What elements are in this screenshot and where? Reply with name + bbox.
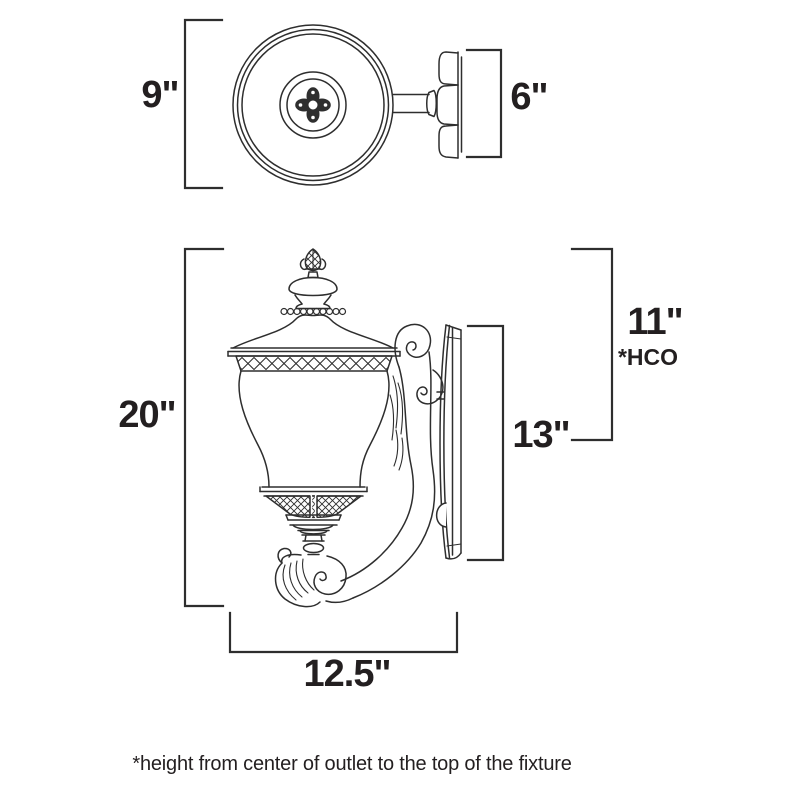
lantern-glass-body [238,370,390,488]
lantern-bottom-ring [259,486,368,497]
dim-13-bracket [466,324,505,562]
footnote-text: *height from center of outlet to the top… [132,753,572,775]
dim-6-bracket [465,48,503,159]
lantern-lattice-band [235,355,393,372]
top-view [232,24,463,186]
lantern-knob [288,276,338,310]
dim-12-5-label: 12.5" [303,653,392,695]
lantern-bottom-cage [265,494,362,526]
lantern-top-finial [299,248,327,279]
lantern-roof [227,314,401,357]
dim-6-label: 6" [510,76,548,118]
dim-20-bracket [183,247,225,608]
dimension-lines [183,18,614,654]
lantern-stem [292,524,334,556]
dim-9-label: 9" [141,74,179,116]
top-view-backplate [436,51,463,159]
hco-note-label: *HCO [617,344,679,370]
top-view-roof-rings [232,24,394,186]
dim-11-label: 11" [627,301,683,343]
lantern-bead-ring [280,307,347,316]
top-view-finial-rosette [295,87,331,123]
top-view-arm [392,89,437,118]
wall-plate-front [435,324,462,560]
scroll-arm [325,323,445,604]
lantern-bottom-scroll [274,547,347,608]
dim-12-5-bracket [228,611,459,654]
dim-9-bracket [183,18,224,190]
front-view [227,248,462,608]
dim-13-label: 13" [512,414,570,456]
dim-20-label: 20" [118,394,176,436]
dim-11-bracket [570,247,614,442]
